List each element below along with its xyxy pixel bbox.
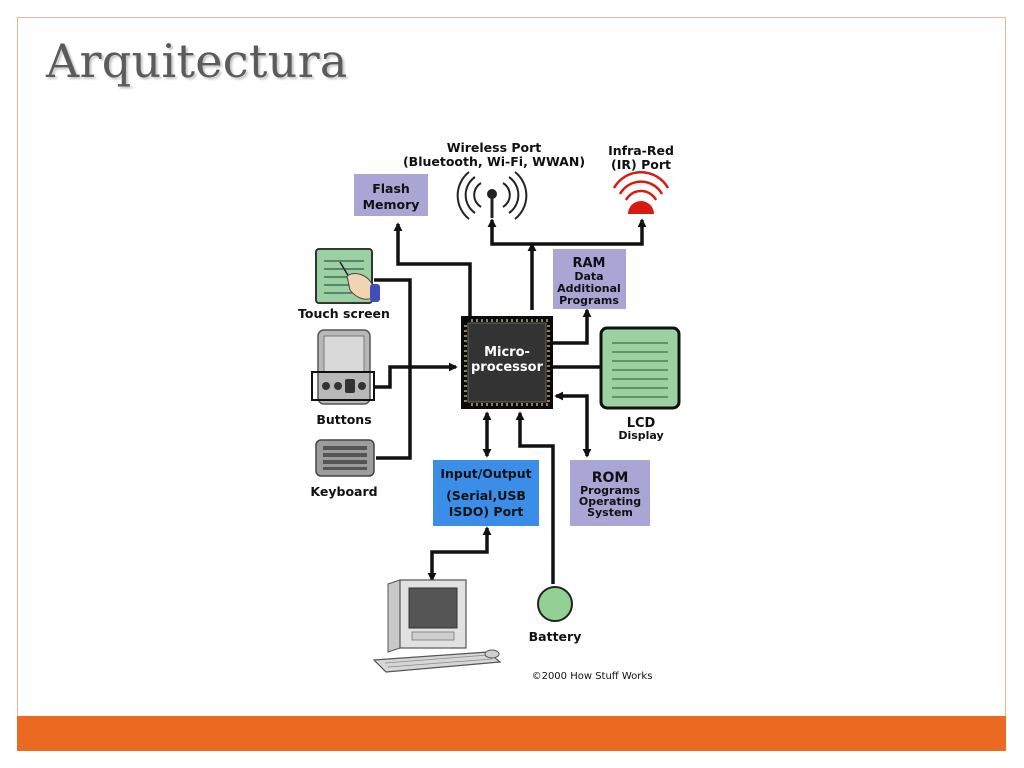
io-label-2: (Serial,USB — [446, 488, 526, 503]
keyboard-keys-icon — [323, 446, 367, 470]
io-label-3: ISDO) Port — [449, 504, 524, 519]
hand-stylus-icon — [339, 261, 380, 302]
wireless-label-1: Wireless Port — [447, 140, 542, 155]
battery-icon — [537, 586, 573, 622]
ir-signal-icon — [612, 171, 670, 201]
antenna-icon — [456, 171, 528, 220]
cpu-label-2: processor — [471, 360, 544, 375]
wireless-branch-left — [487, 218, 532, 246]
keyboard-device: Keyboard — [310, 439, 378, 499]
ir-label-2: (IR) Port — [611, 157, 671, 172]
flash-memory-box: Flash Memory — [354, 174, 428, 216]
touch-screen-label: Touch screen — [298, 306, 390, 321]
battery-label: Battery — [529, 629, 582, 644]
microprocessor-chip: Micro- processor — [461, 316, 553, 409]
ram-label-4: Programs — [559, 294, 619, 307]
lcd-display: LCD Display — [599, 326, 681, 442]
flash-connector — [393, 222, 472, 320]
cpu-pins — [464, 319, 550, 406]
keyboard-label: Keyboard — [310, 484, 377, 499]
flash-label-1: Flash — [372, 181, 410, 196]
buttons-label: Buttons — [316, 412, 371, 427]
mouse-icon — [484, 649, 500, 659]
rom-label-2: Programs — [580, 484, 640, 497]
rom-connector — [554, 391, 592, 458]
buttons-connector — [375, 362, 458, 389]
buttons-device: Buttons — [311, 329, 375, 427]
connector-lines — [374, 218, 647, 584]
ir-branch-right — [532, 218, 647, 246]
battery-node: Battery — [529, 586, 582, 644]
pda-button-icon — [322, 382, 330, 390]
cpu-label-1: Micro- — [484, 345, 530, 360]
wireless-label-2: (Bluetooth, Wi-Fi, WWAN) — [403, 154, 585, 169]
ram-label-2: Data — [574, 270, 603, 283]
rom-label-1: ROM — [592, 470, 629, 486]
rom-label-3: Operating — [579, 495, 641, 508]
io-label-1: Input/Output — [440, 466, 531, 481]
rom-label-4: System — [587, 506, 633, 519]
infrared-port: Infra-Red (IR) Port — [608, 143, 674, 214]
ram-box: RAM Data Additional Programs — [553, 249, 626, 309]
footer-accent-bar — [17, 716, 1006, 751]
wireless-port: Wireless Port (Bluetooth, Wi-Fi, WWAN) — [403, 140, 585, 220]
io-port-box: Input/Output (Serial,USB ISDO) Port — [433, 460, 539, 526]
ram-label-3: Additional — [557, 282, 621, 295]
touch-connector — [374, 278, 412, 460]
flash-label-2: Memory — [363, 197, 420, 212]
battery-connector — [515, 411, 555, 584]
rom-box: ROM Programs Operating System — [570, 460, 650, 526]
desktop-computer-icon — [372, 579, 502, 673]
lcd-label-1: LCD — [627, 416, 656, 431]
ir-emitter-icon — [628, 201, 654, 214]
lcd-label-2: Display — [618, 429, 663, 442]
slide-title: Arquitectura — [46, 34, 348, 88]
ram-connector — [553, 308, 592, 345]
touch-screen: Touch screen — [298, 248, 390, 321]
ir-label-1: Infra-Red — [608, 143, 674, 158]
copyright-text: ©2000 How Stuff Works — [532, 671, 653, 682]
ram-label-1: RAM — [572, 256, 605, 271]
computer-connector — [427, 526, 492, 582]
